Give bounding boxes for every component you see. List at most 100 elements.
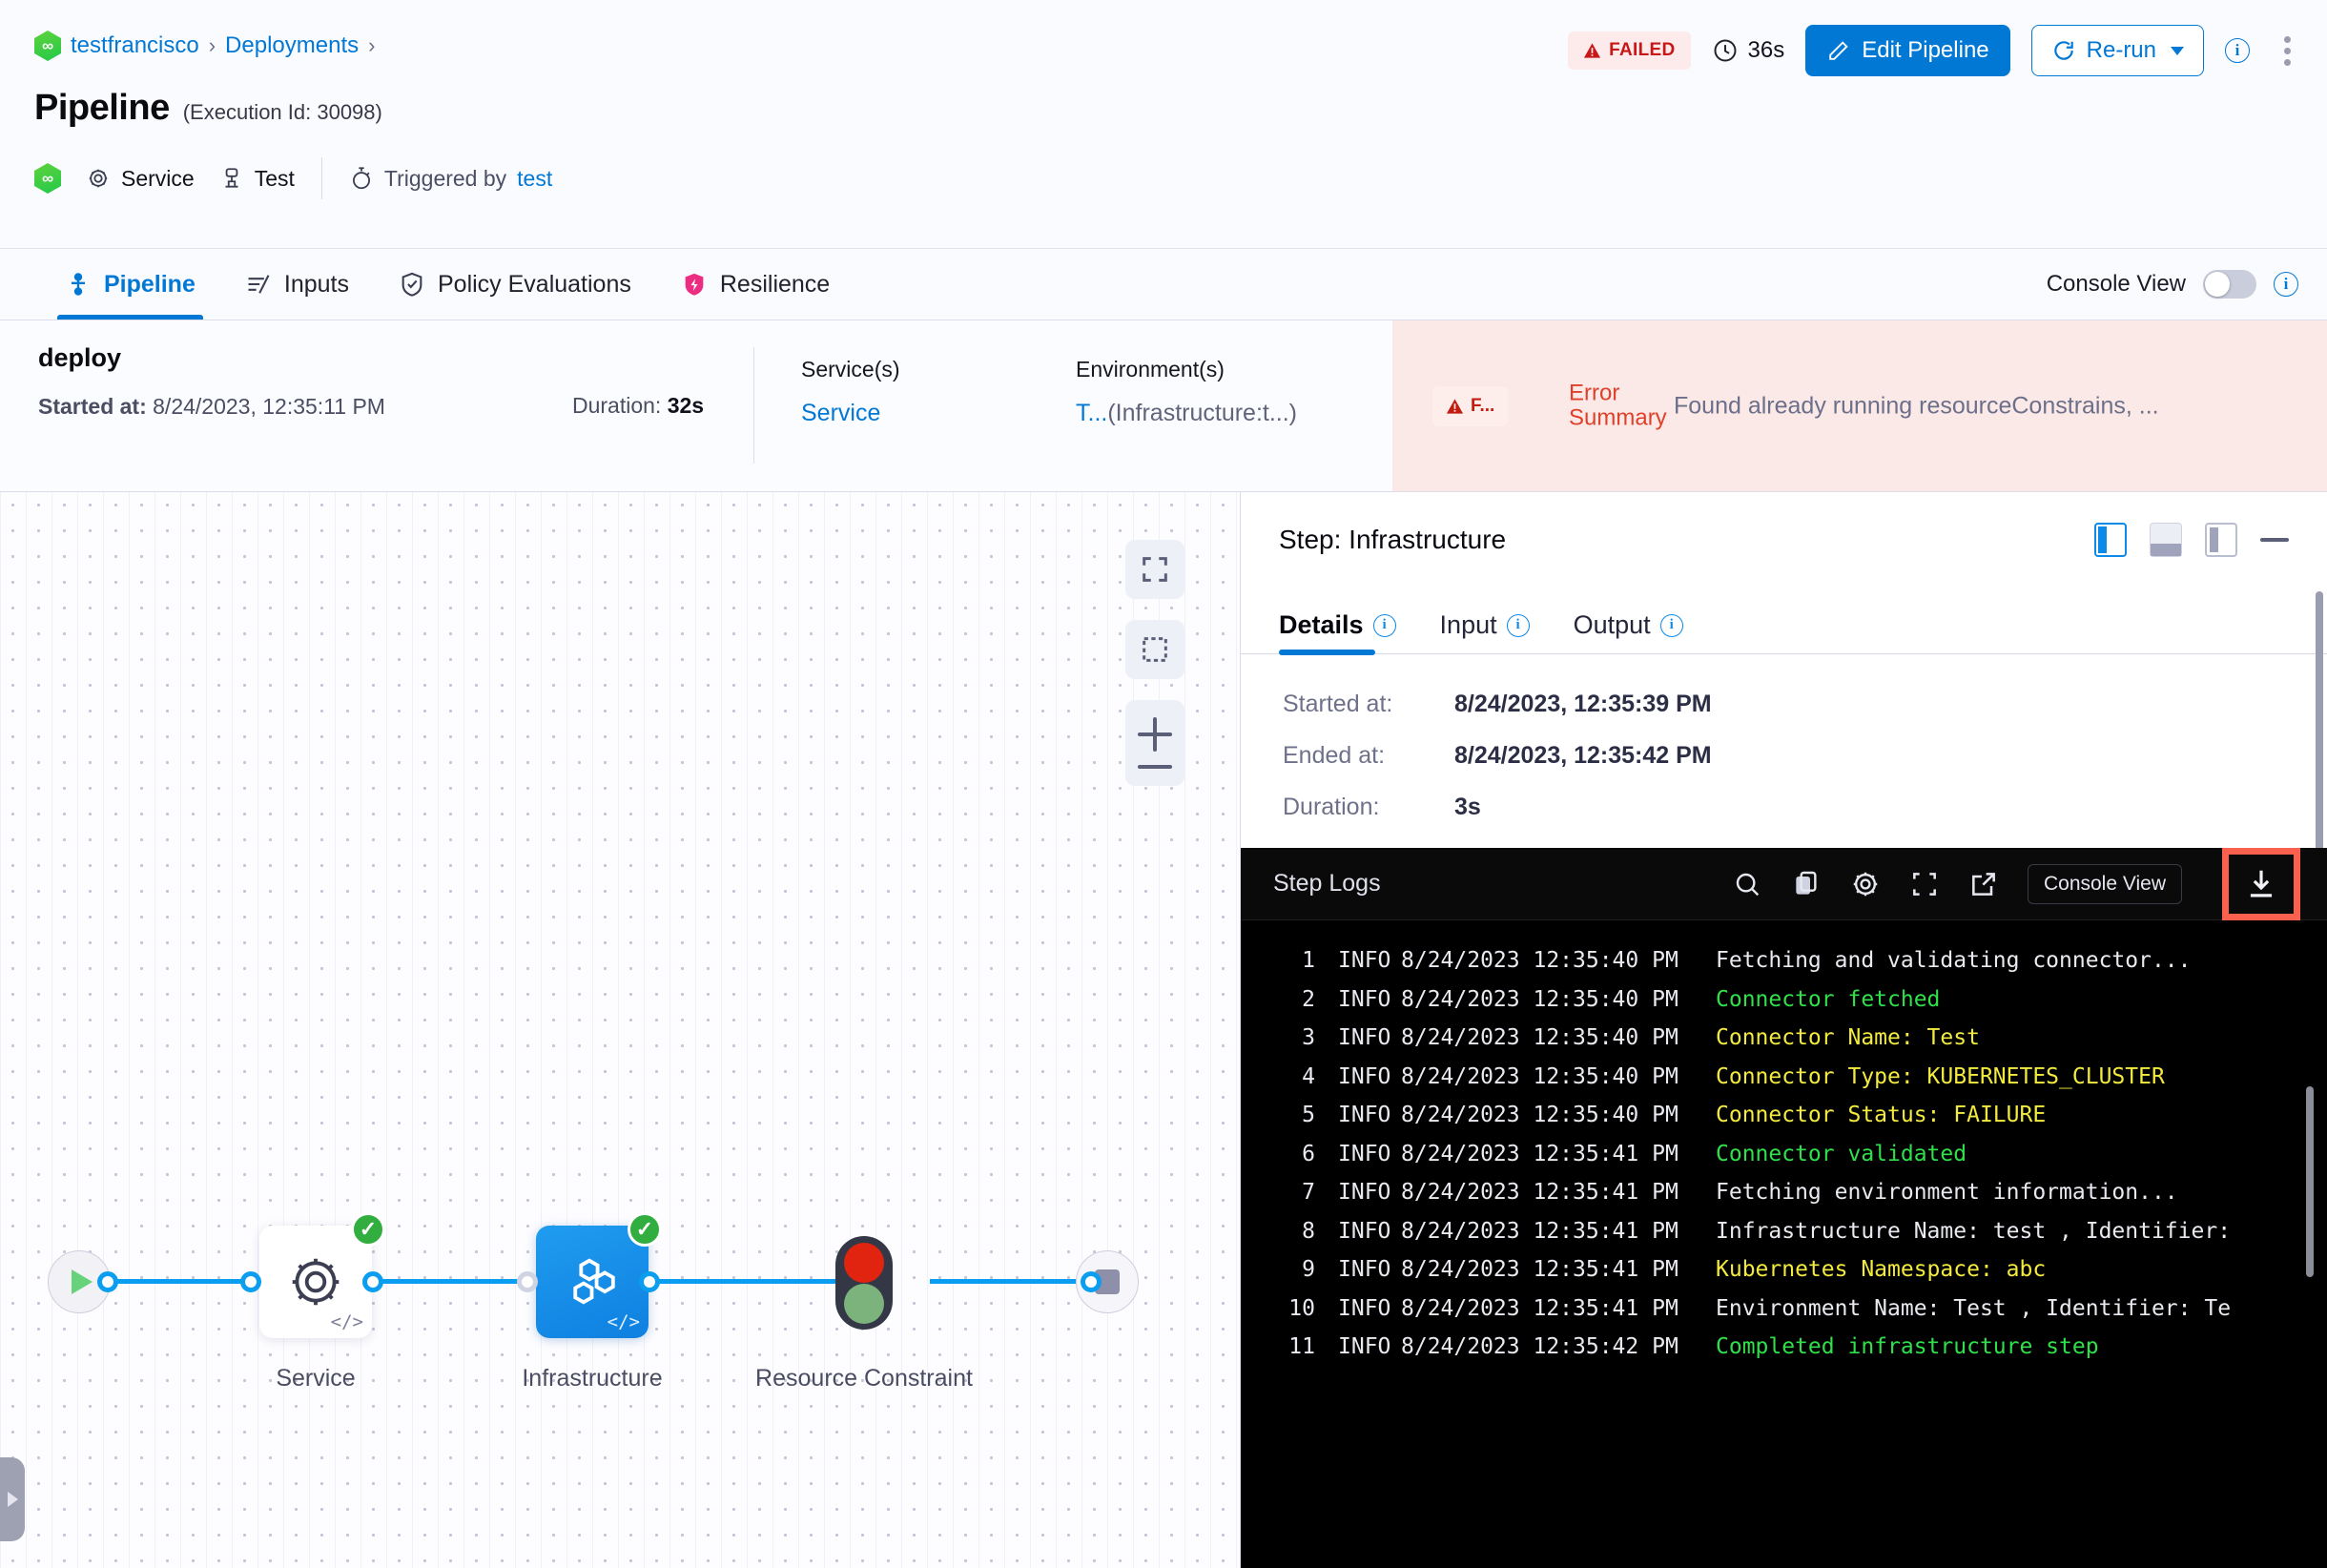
refresh-icon [2053,41,2073,60]
stage-summary-left: deploy Started at: 8/24/2023, 12:35:11 P… [0,320,1392,491]
tab-input[interactable]: Input i [1440,610,1530,653]
step-detail-panel: Step: Infrastructure Details i Input i O… [1240,492,2327,1568]
connector-infra-rc [658,1279,835,1284]
tab-resilience-label: Resilience [719,270,831,298]
tab-policy-evaluations[interactable]: Policy Evaluations [374,249,656,320]
node-code-icon[interactable]: </> [330,1311,363,1332]
log-message: Connector fetched [1716,986,1941,1012]
log-line-number: 11 [1288,1334,1315,1359]
log-scrollbar[interactable] [2306,1086,2314,1277]
tab-inputs[interactable]: Inputs [220,249,374,320]
node-code-icon[interactable]: </> [607,1311,640,1332]
environments-label: Environment(s) [1076,357,1225,382]
field-duration: Duration: 3s [1283,794,2327,821]
harness-logo-icon-small: ∞ [34,163,61,194]
gear-icon[interactable] [1850,869,1881,899]
log-message: Connector Status: FAILURE [1716,1103,2047,1127]
services-value[interactable]: Service [801,400,881,426]
console-view-toggle[interactable] [2203,270,2256,299]
input-info-icon[interactable]: i [1506,613,1530,637]
log-lines[interactable]: 1 INFO 8/24/2023 12:35:40 PM Fetching an… [1241,920,2327,1367]
graph-node-service-label: Service [276,1365,356,1392]
zoom-out-icon[interactable] [1138,765,1172,769]
page-title: Pipeline [34,88,170,128]
execution-id: (Execution Id: 30098) [182,100,382,124]
tab-policy-label: Policy Evaluations [437,270,631,298]
zoom-in-icon[interactable] [1138,717,1172,752]
tab-pipeline[interactable]: Pipeline [40,249,220,320]
select-area-icon[interactable] [1125,620,1184,679]
port-service-out [362,1271,383,1292]
stopwatch-icon [352,167,370,190]
detail-panel-scrollbar[interactable] [2316,591,2323,997]
minimize-icon[interactable] [2260,538,2289,542]
log-level: INFO [1338,986,1391,1012]
download-icon [2250,870,2273,897]
log-line: 9 INFO 8/24/2023 12:35:41 PM Kubernetes … [1241,1250,2327,1289]
tab-resilience[interactable]: Resilience [656,249,855,320]
stage-started-label: Started at: [38,394,147,419]
log-timestamp: 8/24/2023 12:35:40 PM [1401,1103,1678,1127]
download-logs-button[interactable] [2222,848,2300,920]
top-bar: ∞ testfrancisco › Deployments › Pipeline… [0,0,2327,248]
connector-rc-end [930,1279,1102,1284]
pipeline-graph-canvas[interactable]: ✓ </> Service ✓ </> Infrastructure Resou… [0,492,1240,1568]
graph-node-infrastructure[interactable]: ✓ </> [536,1212,662,1338]
console-view-info-icon[interactable]: i [2274,272,2298,297]
log-level: INFO [1338,1063,1391,1089]
rerun-info-icon[interactable]: i [2225,38,2250,63]
step-title: Step: Infrastructure [1279,525,1507,554]
meta-trigger-user[interactable]: test [517,165,553,191]
stage-started-value: 8/24/2023, 12:35:11 PM [153,394,385,419]
summary-divider [753,347,754,464]
breadcrumb-item-account[interactable]: testfrancisco [71,32,199,58]
log-timestamp: 8/24/2023 12:35:40 PM [1401,1063,1678,1089]
log-line-number: 5 [1302,1103,1315,1127]
connector-start-service [107,1279,283,1284]
dock-left-icon[interactable] [2205,523,2237,557]
stage-started: Started at: 8/24/2023, 12:35:11 PM [38,394,1392,420]
output-info-icon[interactable]: i [1659,613,1683,637]
zoom-controls[interactable] [1125,700,1184,786]
breadcrumb: ∞ testfrancisco › Deployments › [34,31,375,61]
graph-node-infrastructure-label: Infrastructure [522,1365,663,1392]
main-content: ✓ </> Service ✓ </> Infrastructure Resou… [0,492,2327,1568]
kebab-menu-icon[interactable] [2271,29,2304,73]
fullscreen-icon[interactable] [1909,869,1940,899]
error-summary-text: Found already running resourceConstrains… [1674,392,2159,419]
details-info-icon[interactable]: i [1372,613,1396,637]
fit-to-screen-icon[interactable] [1125,540,1184,599]
error-summary-label: Error Summary [1569,380,1674,431]
environments-value[interactable]: T...(Infrastructure:t...) [1076,400,1297,427]
log-line-number: 10 [1288,1295,1315,1321]
environments-value-link[interactable]: T... [1076,400,1108,426]
search-icon[interactable] [1732,869,1762,899]
dock-bottom-icon[interactable] [2150,523,2182,557]
copy-icon[interactable] [1791,869,1822,899]
expand-right-icon[interactable] [0,1457,25,1541]
rerun-button[interactable]: Re-run [2030,25,2204,76]
stage-duration-label: Duration: [572,393,662,418]
meta-trigger-label: Triggered by [383,165,507,191]
graph-node-resource-constraint[interactable] [835,1236,893,1330]
dock-right-icon[interactable] [2094,523,2127,557]
rerun-label: Re-run [2086,37,2156,63]
tab-details-label: Details [1279,610,1364,639]
meta-service-label: Service [121,165,195,191]
graph-node-service[interactable]: ✓ </> [259,1212,385,1338]
title-row: Pipeline (Execution Id: 30098) [34,88,382,129]
connector-service-infra [381,1279,558,1284]
breadcrumb-item-deployments[interactable]: Deployments [225,32,360,58]
infrastructure-icon [225,168,238,188]
log-line: 2 INFO 8/24/2023 12:35:40 PM Connector f… [1241,980,2327,1020]
tab-output[interactable]: Output i [1574,610,1683,653]
port-start-out [97,1271,118,1292]
execution-duration-value: 36s [1747,37,1785,63]
stage-duration-value: 32s [667,393,705,418]
tab-details[interactable]: Details i [1279,610,1396,655]
logs-console-view-button[interactable]: Console View [2027,864,2182,904]
log-line: 4 INFO 8/24/2023 12:35:40 PM Connector T… [1241,1058,2327,1097]
graph-end-node[interactable] [1076,1250,1139,1313]
edit-pipeline-button[interactable]: Edit Pipeline [1805,25,2010,76]
open-external-icon[interactable] [1968,869,1999,899]
